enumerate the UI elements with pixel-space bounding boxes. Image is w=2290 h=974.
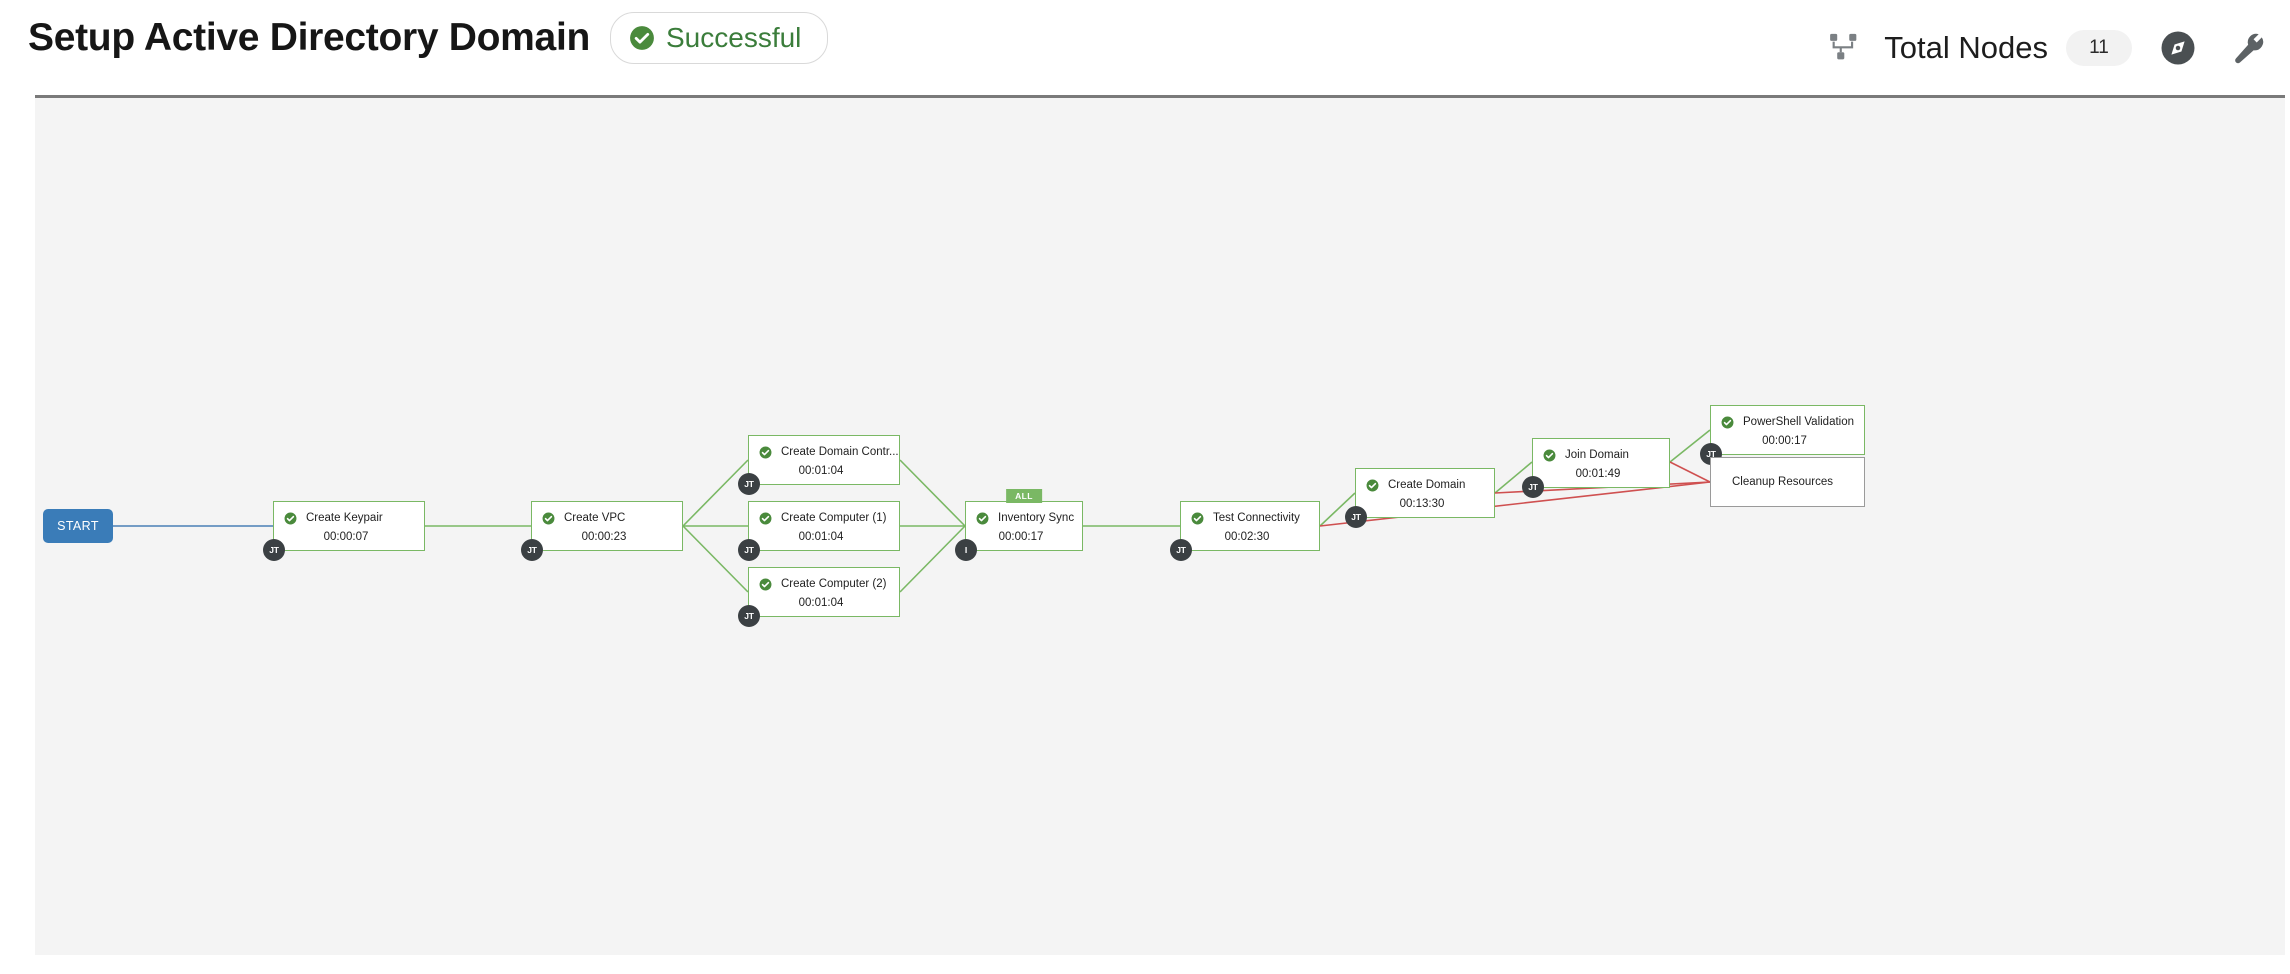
node-type-badge: JT	[1522, 476, 1544, 498]
wrench-icon[interactable]	[2230, 30, 2266, 66]
page-title: Setup Active Directory Domain	[28, 16, 590, 59]
node-create-domain-controller[interactable]: Create Domain Contr... 00:01:04 JT	[738, 435, 900, 495]
node-header: Create Computer (2)	[749, 575, 899, 593]
edge-join-domain-to-powershell	[1669, 429, 1711, 463]
node-elapsed-time: 00:01:04	[798, 531, 844, 543]
node-label: Create Domain Contr...	[781, 446, 899, 458]
node-label: Test Connectivity	[1213, 512, 1300, 524]
status-badge: Successful	[610, 12, 829, 64]
success-check-icon	[976, 512, 989, 524]
edge-domain-controller-to-inventory	[899, 459, 966, 527]
header-right-controls: Total Nodes 11	[1828, 0, 2266, 95]
node-type-badge: JT	[521, 539, 543, 561]
node-elapsed-time: 00:00:17	[1762, 435, 1807, 447]
node-header: Join Domain	[1533, 446, 1669, 464]
success-check-icon	[542, 512, 555, 524]
compass-icon[interactable]	[2160, 30, 2196, 66]
node-label: PowerShell Validation	[1743, 416, 1855, 428]
node-create-computer-2[interactable]: Create Computer (2) 00:01:04 JT	[738, 567, 900, 627]
node-header: Create VPC	[532, 509, 682, 527]
node-header: Create Computer (1)	[749, 509, 899, 527]
node-label: Inventory Sync	[998, 512, 1075, 524]
edge-computer2-to-inventory	[899, 525, 966, 593]
total-nodes-label: Total Nodes	[1884, 29, 2048, 65]
start-node[interactable]: START	[43, 509, 113, 543]
success-check-icon	[1191, 512, 1204, 524]
success-check-icon	[759, 446, 772, 458]
node-header: Create Domain	[1356, 476, 1494, 494]
node-inventory-sync[interactable]: ALL Inventory Sync 00:00:17 I	[955, 489, 1083, 561]
status-label: Successful	[666, 22, 802, 53]
edge-join-domain-to-cleanup	[1669, 461, 1711, 483]
node-type-badge: I	[955, 539, 977, 561]
node-elapsed-time: 00:00:07	[323, 531, 369, 543]
node-create-vpc[interactable]: Create VPC 00:00:23 JT	[521, 501, 683, 561]
node-header: PowerShell Validation	[1711, 413, 1864, 431]
node-elapsed-time: 00:13:30	[1399, 498, 1445, 510]
node-create-domain[interactable]: Create Domain 00:13:30 JT	[1345, 468, 1495, 528]
workflow-canvas[interactable]: START Create Keypair 00:00:07 JT Create …	[35, 95, 2285, 955]
node-type-badge: JT	[738, 605, 760, 627]
node-type-badge: JT	[1170, 539, 1192, 561]
node-powershell-validation[interactable]: PowerShell Validation 00:00:17 JT	[1700, 405, 1865, 465]
node-label: Create Computer (1)	[781, 512, 887, 524]
node-create-computer-1[interactable]: Create Computer (1) 00:01:04 JT	[738, 501, 900, 561]
edge-create-domain-to-join-domain	[1494, 461, 1533, 494]
workflow-graph: START Create Keypair 00:00:07 JT Create …	[35, 98, 2285, 955]
node-tag-all: ALL	[1006, 489, 1042, 503]
node-elapsed-time: 00:01:49	[1575, 468, 1621, 480]
node-label: Create VPC	[564, 512, 626, 524]
success-check-icon	[1721, 416, 1734, 428]
node-create-keypair[interactable]: Create Keypair 00:00:07 JT	[263, 501, 425, 561]
node-elapsed-time: 00:00:23	[581, 531, 627, 543]
node-test-connectivity[interactable]: Test Connectivity 00:02:30 JT	[1170, 501, 1320, 561]
node-header: Cleanup Resources	[1711, 476, 1864, 488]
node-elapsed-time: 00:02:30	[1224, 531, 1270, 543]
success-check-icon	[630, 26, 654, 50]
node-label: Cleanup Resources	[1731, 476, 1833, 488]
node-label: Create Keypair	[306, 512, 383, 524]
node-header: Inventory Sync	[966, 509, 1082, 527]
success-check-icon	[1366, 479, 1379, 491]
success-check-icon	[1543, 449, 1556, 461]
node-type-badge: JT	[1345, 506, 1367, 528]
node-type-badge: JT	[738, 539, 760, 561]
node-label: Create Domain	[1388, 479, 1466, 491]
app-header: Setup Active Directory Domain Successful…	[0, 0, 2290, 95]
node-label: Join Domain	[1565, 449, 1629, 461]
sitemap-icon	[1830, 33, 1857, 59]
edge-vpc-to-computer2	[682, 525, 749, 593]
node-elapsed-time: 00:00:17	[998, 531, 1044, 543]
edge-test-connectivity-to-cleanup	[1319, 481, 1711, 527]
edge-test-connectivity-to-create-domain	[1319, 492, 1356, 527]
node-header: Create Keypair	[274, 509, 424, 527]
success-check-icon	[759, 512, 772, 524]
title-group: Setup Active Directory Domain Successful	[28, 12, 829, 64]
node-type-badge: JT	[738, 473, 760, 495]
node-elapsed-time: 00:01:04	[798, 597, 844, 609]
success-check-icon	[759, 578, 772, 590]
node-join-domain[interactable]: Join Domain 00:01:49 JT	[1522, 438, 1670, 498]
node-header: Create Domain Contr...	[749, 443, 899, 461]
total-nodes-count: 11	[2066, 29, 2132, 66]
node-type-badge: JT	[263, 539, 285, 561]
node-label: Create Computer (2)	[781, 578, 887, 590]
edge-vpc-to-domain-controller	[682, 459, 749, 527]
node-header: Test Connectivity	[1181, 509, 1319, 527]
success-check-icon	[284, 512, 297, 524]
node-cleanup-resources[interactable]: Cleanup Resources	[1710, 457, 1865, 507]
node-elapsed-time: 00:01:04	[798, 465, 844, 477]
